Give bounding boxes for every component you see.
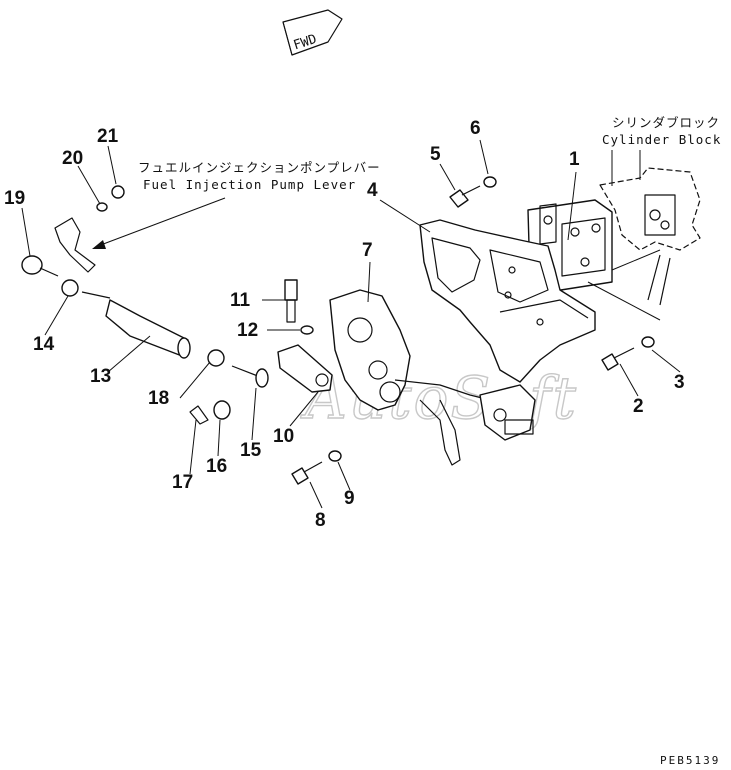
part-number-14: 14 [33,334,55,355]
pump-lever-label-en: Fuel Injection Pump Lever [143,177,356,192]
part-21-nut [111,185,125,199]
part-14-nut [61,279,79,297]
fwd-arrow: FWD [282,9,343,56]
cylinder-block-label-en: Cylinder Block [602,132,721,147]
part-number-11: 11 [230,290,251,311]
part-number-6: 6 [470,118,481,139]
watermark: AutoSoft [300,364,578,432]
part-16-nut [213,400,231,420]
part-17-clip [189,405,209,425]
part-5-bolt [449,185,481,208]
part-6-washer [483,176,497,188]
pump-lever-drawing [54,217,96,273]
part-8-bolt [291,461,323,485]
part-number-8: 8 [315,510,326,531]
part-number-3: 3 [674,372,685,393]
part-7-lever-assembly [329,289,536,466]
part-number-13: 13 [90,366,111,387]
part-12-washer [300,325,314,335]
part-number-2: 2 [633,396,644,417]
part-9-washer [328,450,342,462]
part-18-nut [207,349,225,367]
part-19-rod-end [21,255,59,277]
part-2-bolt [601,347,635,371]
part-13-rod [81,291,191,359]
part-number-9: 9 [344,488,355,509]
leader-lines [21,139,681,509]
pump-lever-arrow [92,197,226,249]
part-number-20: 20 [62,148,83,169]
part-number-12: 12 [237,320,258,341]
part-number-21: 21 [97,126,119,147]
part-number-10: 10 [273,426,294,447]
pump-lever-label-jp: フュエルインジェクションポンプレバー [138,160,381,175]
part-4-bracket [419,219,596,383]
part-11-bolt [284,279,298,323]
part-number-19: 19 [4,188,25,209]
part-number-5: 5 [430,144,441,165]
part-number-1: 1 [569,149,580,170]
cylinder-block-drawing [599,150,701,306]
part-number-7: 7 [362,240,373,261]
cylinder-block-label-jp: シリンダブロック [612,115,720,130]
part-10-link [277,344,333,393]
part-number-18: 18 [148,388,169,409]
part-numbers: 1 2 3 4 5 6 7 8 9 10 11 12 13 14 15 16 1… [4,118,685,531]
fwd-label: FWD [292,32,319,54]
part-3-washer [641,336,655,348]
part-15-adjuster [231,365,269,388]
drawing-code: PEB5139 [660,754,720,767]
part-number-17: 17 [172,472,193,493]
part-number-16: 16 [206,456,227,477]
part-number-15: 15 [240,440,262,461]
part-number-4: 4 [367,180,378,201]
part-20-washer [96,202,108,212]
